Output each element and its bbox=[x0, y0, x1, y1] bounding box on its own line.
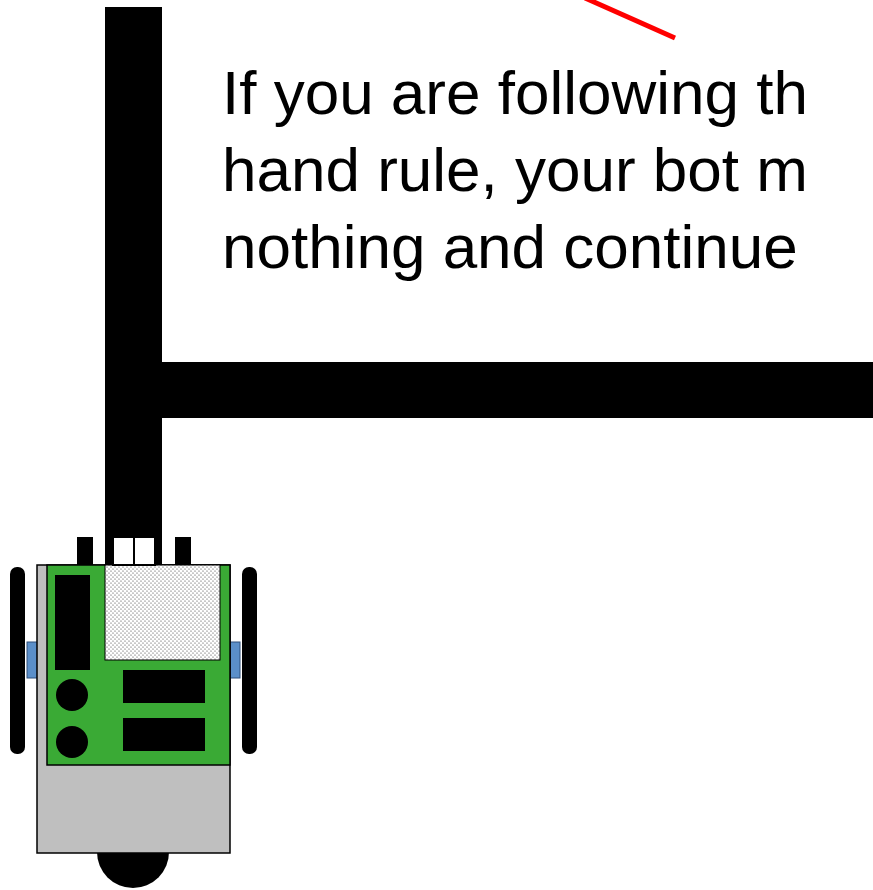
chassis bbox=[37, 565, 230, 853]
connector-block bbox=[123, 670, 205, 703]
note-text: nothing and continue bbox=[222, 208, 798, 285]
sensor bbox=[77, 537, 93, 565]
note-text: hand rule, your bot m bbox=[222, 131, 808, 208]
button bbox=[56, 679, 88, 711]
sensor bbox=[134, 537, 155, 565]
breadboard bbox=[105, 565, 220, 660]
connector-block bbox=[123, 718, 205, 751]
chip bbox=[55, 575, 90, 670]
pointer-line bbox=[585, 0, 675, 38]
note-text: If you are following th bbox=[222, 54, 808, 131]
track-horizontal bbox=[105, 362, 873, 418]
left-wheel bbox=[10, 567, 25, 754]
right-wheel bbox=[242, 567, 257, 754]
button bbox=[56, 726, 88, 758]
track-vertical bbox=[105, 7, 162, 567]
sensor bbox=[113, 537, 134, 565]
circuit-board bbox=[47, 565, 230, 765]
sensor bbox=[175, 537, 191, 565]
